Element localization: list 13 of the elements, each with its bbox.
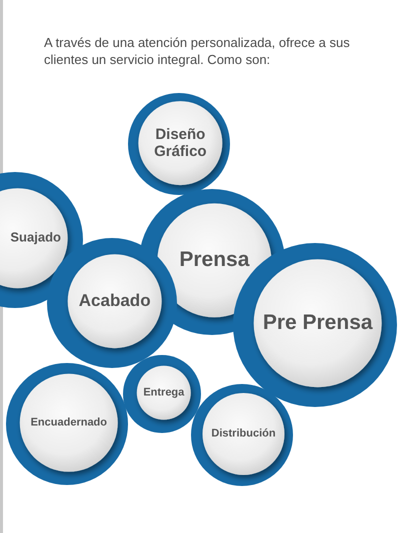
- service-circle: [6, 363, 128, 485]
- circle-label: Encuadernado: [30, 416, 108, 430]
- service-circle: [191, 384, 293, 486]
- circle-label: Diseño Gráfico: [153, 126, 208, 160]
- circle-label: Pre Prensa: [262, 311, 373, 336]
- circle-label: Distribución: [210, 428, 277, 440]
- intro-text: A través de una atención personalizada, ofrece a sus clientes un servicio integral. Como son:: [44, 34, 351, 68]
- circle-label: Acabado: [78, 291, 152, 311]
- circle-label: Suajado: [9, 230, 62, 246]
- circle-label: Entrega: [142, 386, 186, 400]
- service-circle: [128, 93, 230, 195]
- circle-label: Prensa: [178, 248, 250, 272]
- service-circle: [123, 355, 201, 433]
